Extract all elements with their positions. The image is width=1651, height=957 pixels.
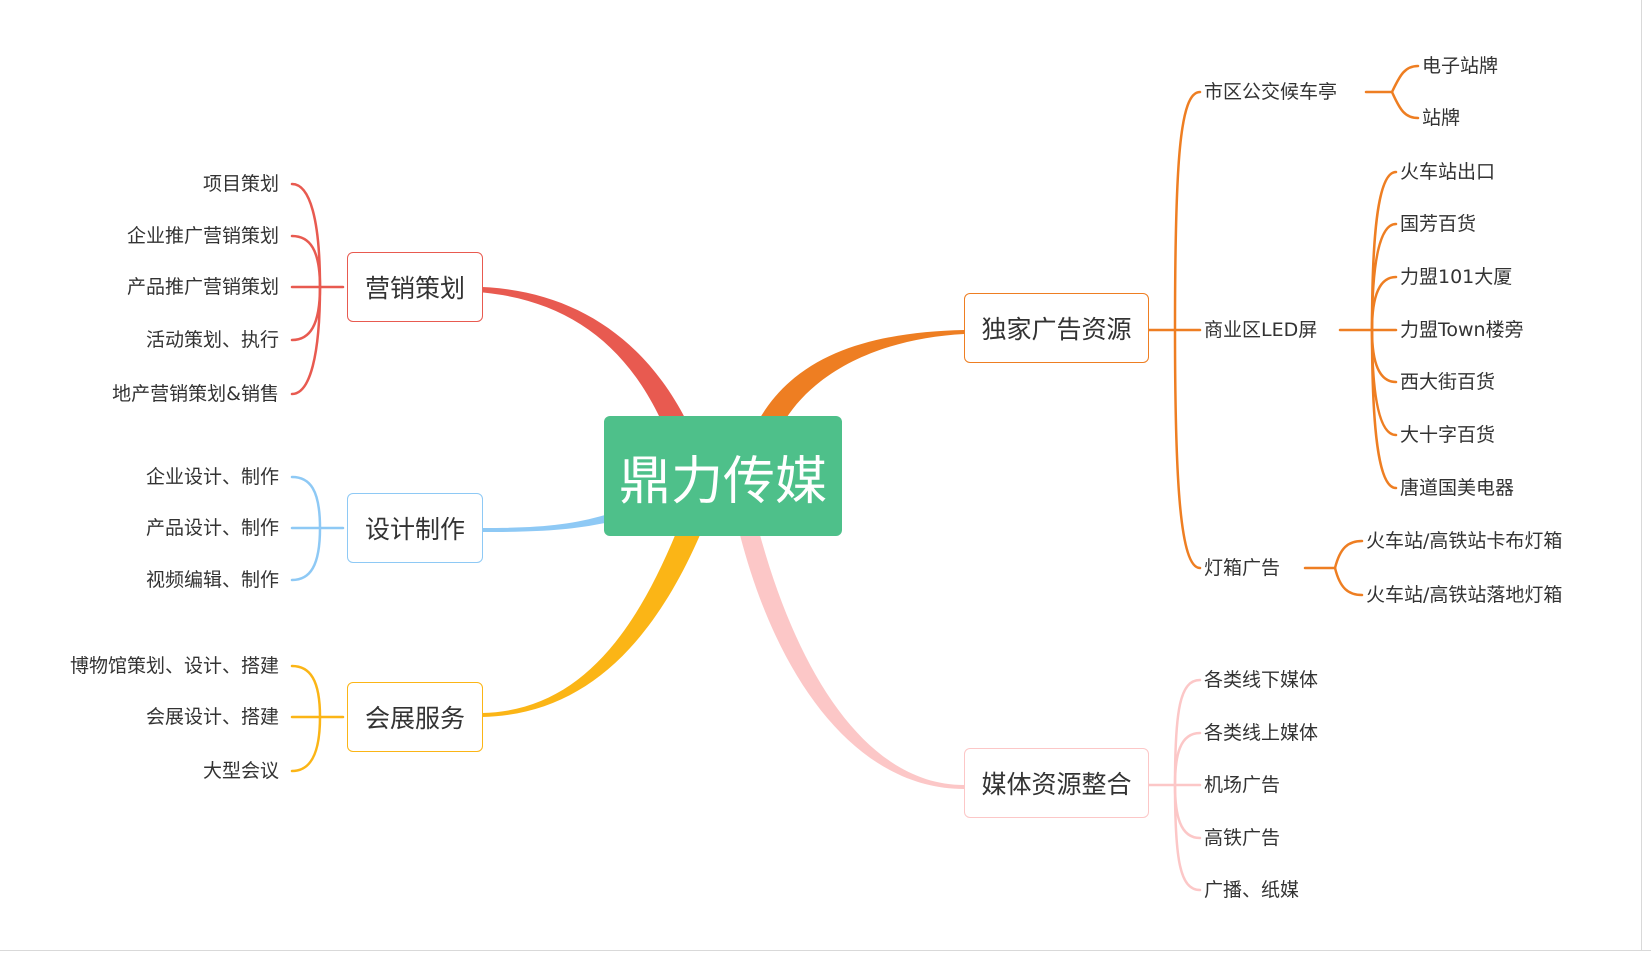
branch-ads-connector (760, 330, 964, 420)
topic-ads[interactable]: 独家广告资源 (964, 293, 1149, 363)
led-item-3[interactable]: 力盟101大厦 (1400, 266, 1513, 288)
branch-marketing-connector (458, 286, 686, 420)
media-item-1[interactable]: 各类线下媒体 (1204, 669, 1319, 691)
branch-media-connector (740, 535, 964, 789)
topic-exhibition[interactable]: 会展服务 (347, 682, 483, 752)
lightbox-item-1[interactable]: 火车站/高铁站卡布灯箱 (1366, 530, 1563, 552)
marketing-item-1[interactable]: 项目策划 (202, 173, 279, 195)
exhibition-item-3[interactable]: 大型会议 (202, 760, 279, 782)
ads-group-lightbox[interactable]: 灯箱广告 (1204, 557, 1281, 579)
design-item-1[interactable]: 企业设计、制作 (145, 466, 279, 488)
led-item-4[interactable]: 力盟Town楼旁 (1400, 319, 1524, 341)
led-item-2[interactable]: 国芳百货 (1400, 213, 1477, 235)
media-leaf-connectors (1145, 678, 1202, 892)
ads-group-bus-shelter[interactable]: 市区公交候车亭 (1204, 81, 1338, 103)
media-item-5[interactable]: 广播、纸媒 (1204, 879, 1300, 901)
exhibition-leaf-connectors (290, 664, 345, 773)
root-topic-label: 鼎力传媒 (618, 451, 827, 512)
topic-exhibition-label: 会展服务 (364, 704, 465, 733)
design-leaf-connectors (290, 475, 345, 582)
led-item-1[interactable]: 火车站出口 (1400, 161, 1496, 183)
topic-media-label: 媒体资源整合 (981, 770, 1132, 799)
topic-marketing[interactable]: 营销策划 (347, 252, 483, 322)
exhibition-item-1[interactable]: 博物馆策划、设计、搭建 (69, 655, 279, 677)
marketing-item-4[interactable]: 活动策划、执行 (145, 329, 279, 351)
bus-shelter-item-1[interactable]: 电子站牌 (1422, 55, 1499, 77)
media-item-2[interactable]: 各类线上媒体 (1204, 722, 1319, 744)
marketing-item-2[interactable]: 企业推广营销策划 (126, 225, 279, 247)
design-item-2[interactable]: 产品设计、制作 (145, 517, 279, 539)
topic-media[interactable]: 媒体资源整合 (964, 748, 1149, 818)
ads-group-connectors (1145, 64, 1420, 597)
media-item-4[interactable]: 高铁广告 (1204, 827, 1281, 849)
design-item-3[interactable]: 视频编辑、制作 (145, 569, 279, 591)
topic-ads-label: 独家广告资源 (981, 315, 1132, 344)
canvas-bottom-border (0, 950, 1651, 951)
branch-design-connector (482, 515, 605, 532)
led-item-5[interactable]: 西大街百货 (1400, 371, 1496, 393)
canvas-right-border (1641, 0, 1642, 951)
topic-design-label: 设计制作 (364, 515, 465, 544)
marketing-item-3[interactable]: 产品推广营销策划 (126, 276, 279, 298)
marketing-leaf-connectors (290, 182, 345, 396)
root-topic[interactable]: 鼎力传媒 (604, 416, 842, 536)
exhibition-item-2[interactable]: 会展设计、搭建 (145, 706, 279, 728)
bus-shelter-item-2[interactable]: 站牌 (1422, 107, 1461, 129)
lightbox-item-2[interactable]: 火车站/高铁站落地灯箱 (1366, 584, 1563, 606)
branch-exhibition-connector (482, 533, 700, 717)
ads-group-led-screen[interactable]: 商业区LED屏 (1204, 319, 1318, 341)
topic-design[interactable]: 设计制作 (347, 493, 483, 563)
marketing-item-5[interactable]: 地产营销策划&销售 (112, 383, 279, 405)
topic-marketing-label: 营销策划 (364, 274, 465, 303)
led-item-7[interactable]: 唐道国美电器 (1400, 477, 1515, 499)
media-item-3[interactable]: 机场广告 (1204, 774, 1281, 796)
led-item-6[interactable]: 大十字百货 (1400, 424, 1496, 446)
